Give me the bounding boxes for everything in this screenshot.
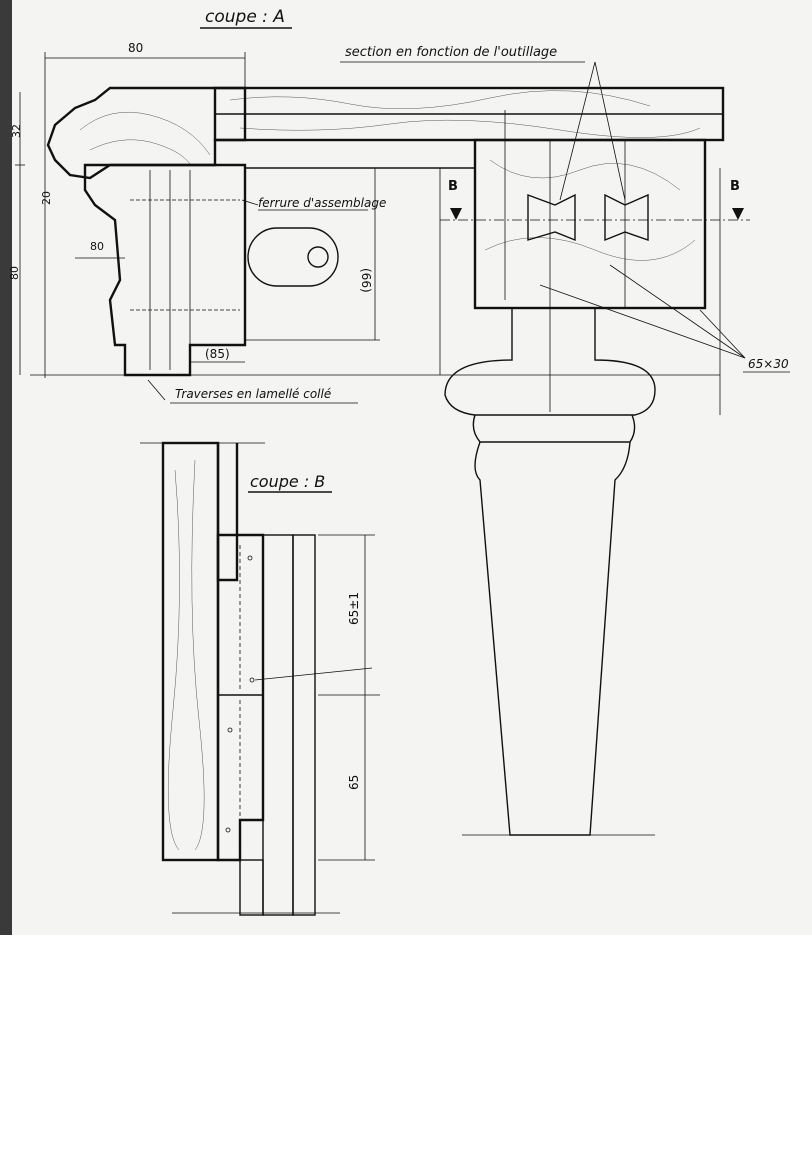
- binding-edge: [0, 0, 12, 935]
- dim-66: (66): [359, 268, 373, 293]
- leg-capital: [444, 308, 656, 416]
- b-pin-1: [247, 555, 253, 561]
- dim-65-top: 65±1: [347, 592, 361, 625]
- coupe-b-title: coupe : B: [250, 472, 325, 491]
- b-pin-3: [227, 727, 233, 733]
- b-stile-grain-2: [191, 459, 205, 851]
- tabletop-grain-1: [229, 90, 651, 110]
- marker-b-right: B: [730, 179, 740, 194]
- b-pin-leader: [254, 667, 373, 681]
- b-stile-grain-1: [167, 469, 180, 851]
- leg-grain-1: [489, 159, 681, 191]
- profile-leader-3: [699, 309, 746, 359]
- marker-b-left-arrow: [450, 208, 462, 220]
- ferrure-leader: [241, 199, 259, 206]
- tooling-leader-2: [594, 61, 626, 201]
- tenon-left: [527, 193, 576, 242]
- corner-bracket: [247, 227, 339, 287]
- edge-grain-2: [89, 139, 191, 165]
- b-outer-layer-2: [292, 534, 316, 916]
- dim-top-80: 80: [128, 41, 143, 55]
- marker-b-right-arrow: [732, 208, 744, 220]
- b-pin-4: [225, 827, 231, 833]
- tooling-leader-1: [559, 61, 596, 201]
- dim-85: (85): [205, 347, 230, 361]
- apron-rail: [83, 163, 247, 377]
- bracket-bolt-icon: [307, 246, 329, 268]
- dim-32: 32: [10, 124, 23, 138]
- moulded-edge: [46, 86, 247, 180]
- profile-leader-1: [539, 284, 746, 359]
- leg-grain-2: [484, 237, 696, 261]
- b-bottom-tab: [239, 859, 264, 916]
- dim-65-bottom: 65: [347, 775, 361, 790]
- marker-b-left: B: [448, 179, 458, 194]
- b-upper-notch: [216, 443, 239, 582]
- ferrure-label: ferrure d'assemblage: [258, 196, 386, 210]
- dim-rail-80: 80: [90, 240, 104, 253]
- tabletop-grain-2: [239, 119, 701, 138]
- edge-grain-1: [79, 111, 211, 156]
- dim-80-vertical: 80: [8, 266, 21, 280]
- traverses-label: Traverses en lamellé collé: [175, 387, 331, 401]
- traverses-leader: [147, 379, 166, 401]
- scan-area: [0, 0, 812, 935]
- tooling-label: section en fonction de l'outillage: [345, 45, 557, 60]
- profile-leader-2: [609, 264, 746, 359]
- b-pin-2: [249, 677, 255, 683]
- dim-20: 20: [40, 191, 53, 205]
- profile-size-label: 65×30: [748, 357, 789, 371]
- leg-collar: [472, 414, 636, 443]
- coupe-a-title: coupe : A: [205, 7, 285, 27]
